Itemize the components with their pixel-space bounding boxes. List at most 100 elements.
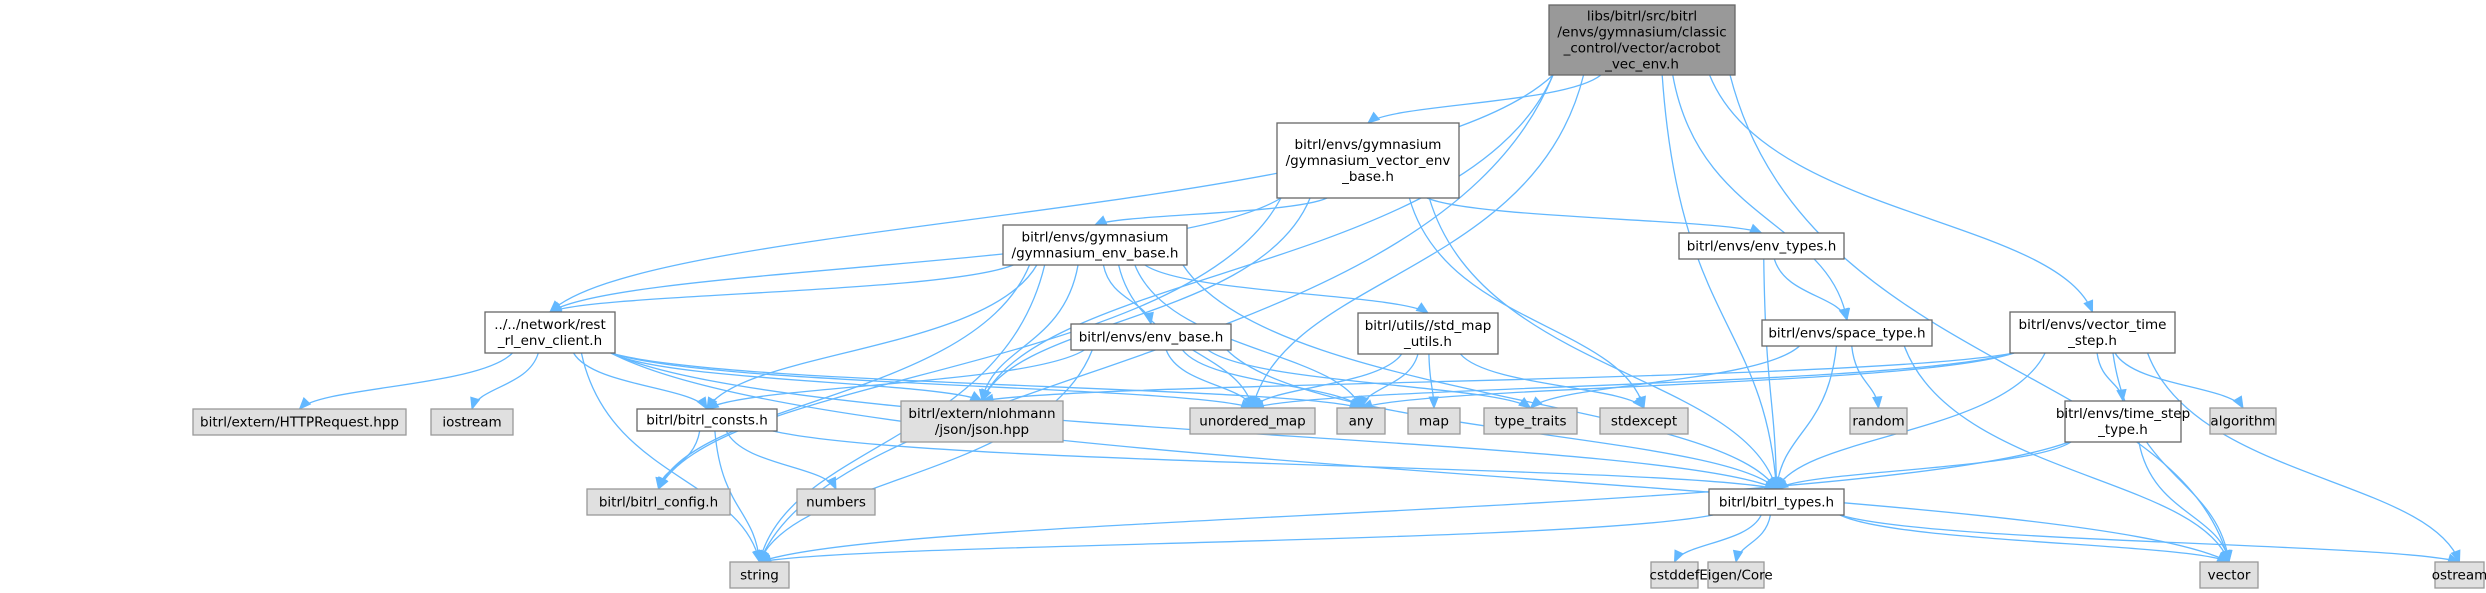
edge-vector_time_step-to-bitrl_types	[1775, 352, 2046, 490]
node-label-line: random	[1852, 414, 1904, 430]
edge-bitrl_consts-to-numbers	[725, 430, 837, 490]
arrowhead-rest_client-to-bitrl_consts	[696, 396, 708, 411]
arrowhead-env_base-to-bitrl_consts	[705, 398, 720, 410]
arrowhead-gym_env_base-to-json	[978, 388, 990, 403]
node-label-line: bitrl/bitrl_types.h	[1719, 495, 1834, 511]
edge-rest_client-to-vector	[610, 352, 2230, 563]
node-label-line: libs/bitrl/src/bitrl	[1587, 9, 1697, 25]
node-algorithm: algorithm	[2209, 407, 2277, 435]
node-label-line: _utils.h	[1403, 334, 1452, 350]
node-box	[1070, 323, 1232, 351]
arrowhead-root-to-vector_time_step	[2083, 299, 2094, 314]
node-label-line: ../../network/rest	[494, 317, 606, 333]
node-label-line: _step.h	[2067, 333, 2117, 349]
arrowhead-gym_vec_base-to-env_types	[1748, 223, 1763, 234]
arrowhead-bitrl_consts-to-string	[753, 550, 764, 564]
node-numbers: numbers	[796, 488, 876, 516]
node-box	[1276, 122, 1460, 199]
node-box	[1357, 312, 1499, 355]
node-label-line: unordered_map	[1199, 414, 1305, 430]
node-box	[1650, 561, 1699, 589]
edge-rest_client-to-iostream	[471, 352, 539, 410]
node-rest-client[interactable]: ../../network/rest_rl_env_client.h	[484, 311, 616, 354]
node-box	[2064, 400, 2182, 443]
edge-vector_time_step-to-unordered_map	[1252, 352, 2015, 409]
node-box	[1189, 407, 1316, 435]
node-label-line: /gymnasium_vector_env	[1286, 153, 1451, 169]
edge-gym_env_base-to-rest_client	[549, 264, 1014, 313]
arrowhead-rest_client-to-iostream	[470, 396, 481, 411]
node-any: any	[1336, 407, 1386, 435]
edge-env_base-to-string	[758, 349, 1093, 563]
node-label-line: vector	[2208, 568, 2251, 584]
edge-bitrl_consts-to-bitrl_types	[772, 430, 1777, 490]
node-random: random	[1849, 407, 1908, 435]
node-unordered-map: unordered_map	[1189, 407, 1316, 435]
node-box	[729, 561, 790, 589]
node-label-line: bitrl/bitrl_consts.h	[646, 413, 768, 429]
node-box	[2009, 311, 2176, 354]
node-cstddef: cstddef	[1650, 561, 1701, 589]
node-label-line: /envs/gymnasium/classic	[1557, 25, 1726, 41]
node-stdexcept: stdexcept	[1599, 407, 1689, 435]
node-bitrl-types[interactable]: bitrl/bitrl_types.h	[1708, 488, 1845, 516]
node-label-line: bitrl/utils//std_map	[1365, 318, 1492, 334]
node-label-line: bitrl/envs/gymnasium	[1295, 137, 1442, 153]
edge-vector_time_step-to-vector	[2112, 352, 2230, 563]
arrowhead-env_types-to-space_type	[1838, 307, 1849, 322]
node-map: map	[1407, 407, 1461, 435]
node-ostream: ostream	[2432, 561, 2486, 589]
edge-rest_client-to-any	[610, 352, 1362, 409]
node-box	[796, 488, 876, 516]
node-root[interactable]: libs/bitrl/src/bitrl/envs/gymnasium/clas…	[1548, 4, 1736, 76]
edge-time_step_type-to-vector	[2138, 441, 2230, 563]
node-env-types[interactable]: bitrl/envs/env_types.h	[1678, 232, 1845, 260]
arrowhead-rest_client-to-http_request	[298, 397, 312, 410]
node-label-line: algorithm	[2210, 414, 2275, 430]
edge-root-to-vector_time_step	[1708, 74, 2094, 313]
node-label-line: iostream	[442, 415, 501, 431]
node-label-line: bitrl/bitrl_config.h	[599, 495, 718, 511]
arrowhead-vector_time_step-to-algorithm	[2232, 395, 2244, 410]
node-space-type[interactable]: bitrl/envs/space_type.h	[1761, 319, 1933, 347]
node-std-map-utils[interactable]: bitrl/utils//std_map_utils.h	[1357, 312, 1499, 355]
edge-rest_client-to-http_request	[299, 352, 513, 410]
node-box	[1407, 407, 1461, 435]
arrowhead-std_map_utils-to-stdexcept	[1632, 395, 1645, 410]
node-bitrl-consts[interactable]: bitrl/bitrl_consts.h	[636, 408, 778, 432]
node-box	[1599, 407, 1689, 435]
arrowhead-time_step_type-to-vector	[2221, 549, 2233, 564]
node-label-line: bitrl/extern/nlohmann	[908, 406, 1055, 422]
edge-gym_vec_base-to-stdexcept	[1408, 197, 1645, 409]
edge-vector_time_step-to-json	[981, 352, 2015, 402]
node-label-line: map	[1419, 414, 1449, 430]
node-iostream: iostream	[430, 408, 514, 436]
node-vector-time-step[interactable]: bitrl/envs/vector_time_step.h	[2009, 311, 2176, 354]
edge-gym_vec_base-to-env_types	[1426, 197, 1762, 234]
node-label-line: bitrl/envs/env_types.h	[1687, 239, 1837, 255]
node-type-traits: type_traits	[1483, 407, 1578, 435]
node-label-line: Eigen/Core	[1699, 568, 1773, 584]
node-box	[586, 488, 731, 516]
arrowhead-bitrl_consts-to-bitrl_config	[655, 476, 666, 491]
node-gym-env-base[interactable]: bitrl/envs/gymnasium/gymnasium_env_base.…	[1002, 224, 1188, 266]
node-box	[636, 408, 778, 432]
node-label-line: /json/json.hpp	[935, 422, 1029, 438]
node-label-line: string	[740, 568, 779, 584]
edge-time_step_type-to-string	[759, 441, 2070, 563]
node-gym-vec-base[interactable]: bitrl/envs/gymnasium/gymnasium_vector_en…	[1276, 122, 1460, 199]
arrowhead-vector_time_step-to-ostream	[2450, 549, 2461, 564]
node-env-base[interactable]: bitrl/envs/env_base.h	[1070, 323, 1232, 351]
arrowhead-env_base-to-type_traits	[1518, 397, 1532, 409]
node-label-line: cstddef	[1650, 568, 1701, 584]
edge-gym_vec_base-to-gym_env_base	[1094, 197, 1328, 226]
node-time-step-type[interactable]: bitrl/envs/time_step_type.h	[2056, 400, 2190, 443]
edge-gym_env_base-to-json	[981, 264, 1079, 402]
edge-bitrl_types-to-ostream	[1839, 514, 2460, 563]
edge-time_step_type-to-bitrl_types	[1776, 441, 2072, 490]
node-label-line: _vec_env.h	[1604, 57, 1679, 73]
edge-space_type-to-vector	[1903, 345, 2230, 563]
node-label-line: bitrl/envs/gymnasium	[1022, 230, 1169, 246]
node-box	[1761, 319, 1933, 347]
